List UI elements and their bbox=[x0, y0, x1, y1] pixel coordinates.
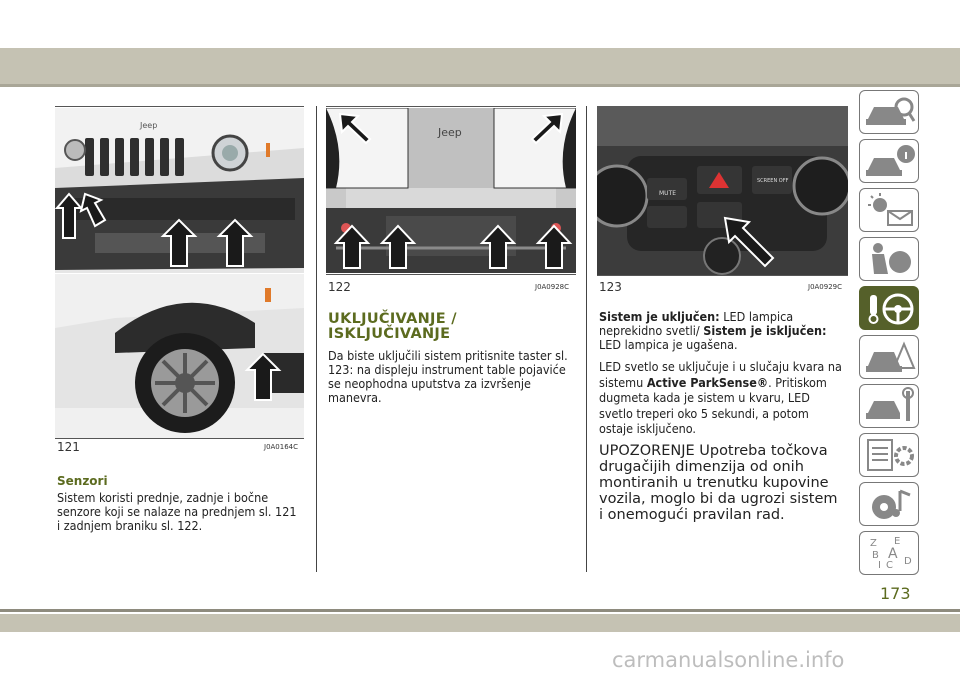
figure-123-caption-rule bbox=[597, 275, 848, 276]
figure-123-code: J0A0929C bbox=[808, 283, 843, 291]
column-divider-1 bbox=[316, 106, 317, 572]
specifications-gear-icon bbox=[867, 439, 914, 471]
svg-text:Z: Z bbox=[870, 538, 877, 549]
footer-band bbox=[0, 614, 960, 632]
figure-121-photo: Jeep bbox=[55, 108, 304, 438]
system-off-text: LED lampica je ugašena. bbox=[599, 337, 738, 352]
jeep-rear-badge: Jeep bbox=[437, 126, 462, 139]
top-rule-col2 bbox=[326, 106, 576, 107]
top-rule-col1 bbox=[55, 106, 304, 107]
tab-emergency[interactable] bbox=[859, 335, 919, 379]
svg-text:D: D bbox=[904, 556, 912, 567]
header-rule bbox=[0, 84, 960, 87]
column-divider-2 bbox=[586, 106, 587, 572]
tab-technical-specs[interactable] bbox=[859, 433, 919, 477]
tab-knowing-vehicle[interactable] bbox=[859, 90, 919, 134]
figure-122-photo: Jeep bbox=[326, 108, 576, 273]
key-steering-wheel-icon bbox=[868, 293, 914, 325]
tab-safety[interactable] bbox=[859, 237, 919, 281]
watermark: carmanualsonline.info bbox=[612, 648, 845, 672]
car-search-icon bbox=[866, 97, 916, 125]
tab-warning-lights[interactable] bbox=[859, 188, 919, 232]
figure-122-code: J0A0928C bbox=[535, 283, 570, 291]
footer-rule bbox=[0, 609, 960, 612]
col1-body: Sistem koristi prednje, zadnje i bočne s… bbox=[57, 490, 297, 533]
system-off-label: Sistem je isključen: bbox=[703, 323, 827, 338]
tab-servicing[interactable] bbox=[859, 384, 919, 428]
figure-122-caption-rule bbox=[326, 274, 576, 275]
section-title-line2: ISKLJUČIVANJE bbox=[328, 326, 451, 342]
senzori-subheading: Senzori bbox=[57, 474, 108, 488]
tab-dashboard[interactable] bbox=[859, 139, 919, 183]
figure-123-photo: MUTE SCREEN OFF bbox=[597, 106, 848, 275]
tab-multimedia[interactable] bbox=[859, 482, 919, 526]
col2-body: Da biste uključili sistem pritisnite tas… bbox=[328, 348, 568, 405]
svg-text:E: E bbox=[894, 536, 900, 547]
svg-text:B: B bbox=[872, 550, 879, 561]
screen-off-label: SCREEN OFF bbox=[757, 178, 789, 184]
col3-paragraph-2: LED svetlo se uključuje i u slučaju kvar… bbox=[599, 359, 844, 437]
warning-text: UPOZORENJE Upotreba točkova drugačijih d… bbox=[599, 443, 838, 523]
figure-123-number: 123 bbox=[599, 280, 622, 294]
multimedia-music-icon bbox=[872, 489, 911, 519]
header-band bbox=[0, 48, 960, 86]
mute-label: MUTE bbox=[659, 190, 676, 197]
car-service-tools-icon bbox=[866, 387, 914, 421]
figure-121-number: 121 bbox=[57, 440, 80, 454]
svg-text:A: A bbox=[888, 546, 898, 562]
fault-text-2: . Pritiskom dugmeta kada je sistem u kva… bbox=[599, 374, 827, 437]
car-info-icon bbox=[866, 145, 915, 176]
fault-text-1: LED svetlo se uključuje i u slučaju kvar… bbox=[599, 359, 842, 390]
jeep-badge: Jeep bbox=[139, 121, 157, 130]
active-parksense-label: Active ParkSense® bbox=[646, 374, 769, 390]
figure-121-code: J0A0164C bbox=[264, 443, 299, 451]
system-on-text: LED lampica neprekidno svetli/ bbox=[599, 309, 794, 338]
section-title-line1: UKLJUČIVANJE / bbox=[328, 311, 457, 327]
col3-paragraph-1: Sistem je uključen: LED lampica neprekid… bbox=[599, 310, 844, 352]
page-number: 173 bbox=[880, 584, 911, 603]
tab-starting-driving[interactable] bbox=[859, 286, 919, 330]
svg-text:C: C bbox=[886, 560, 893, 571]
system-on-label: Sistem je uključen: bbox=[599, 309, 720, 324]
figure-121-caption-rule bbox=[55, 438, 304, 439]
car-breakdown-icon bbox=[866, 341, 916, 372]
figure-122-number: 122 bbox=[328, 280, 351, 294]
airbag-seat-icon bbox=[872, 243, 911, 274]
svg-text:I: I bbox=[878, 560, 881, 571]
warning-lights-message-icon bbox=[868, 193, 913, 226]
